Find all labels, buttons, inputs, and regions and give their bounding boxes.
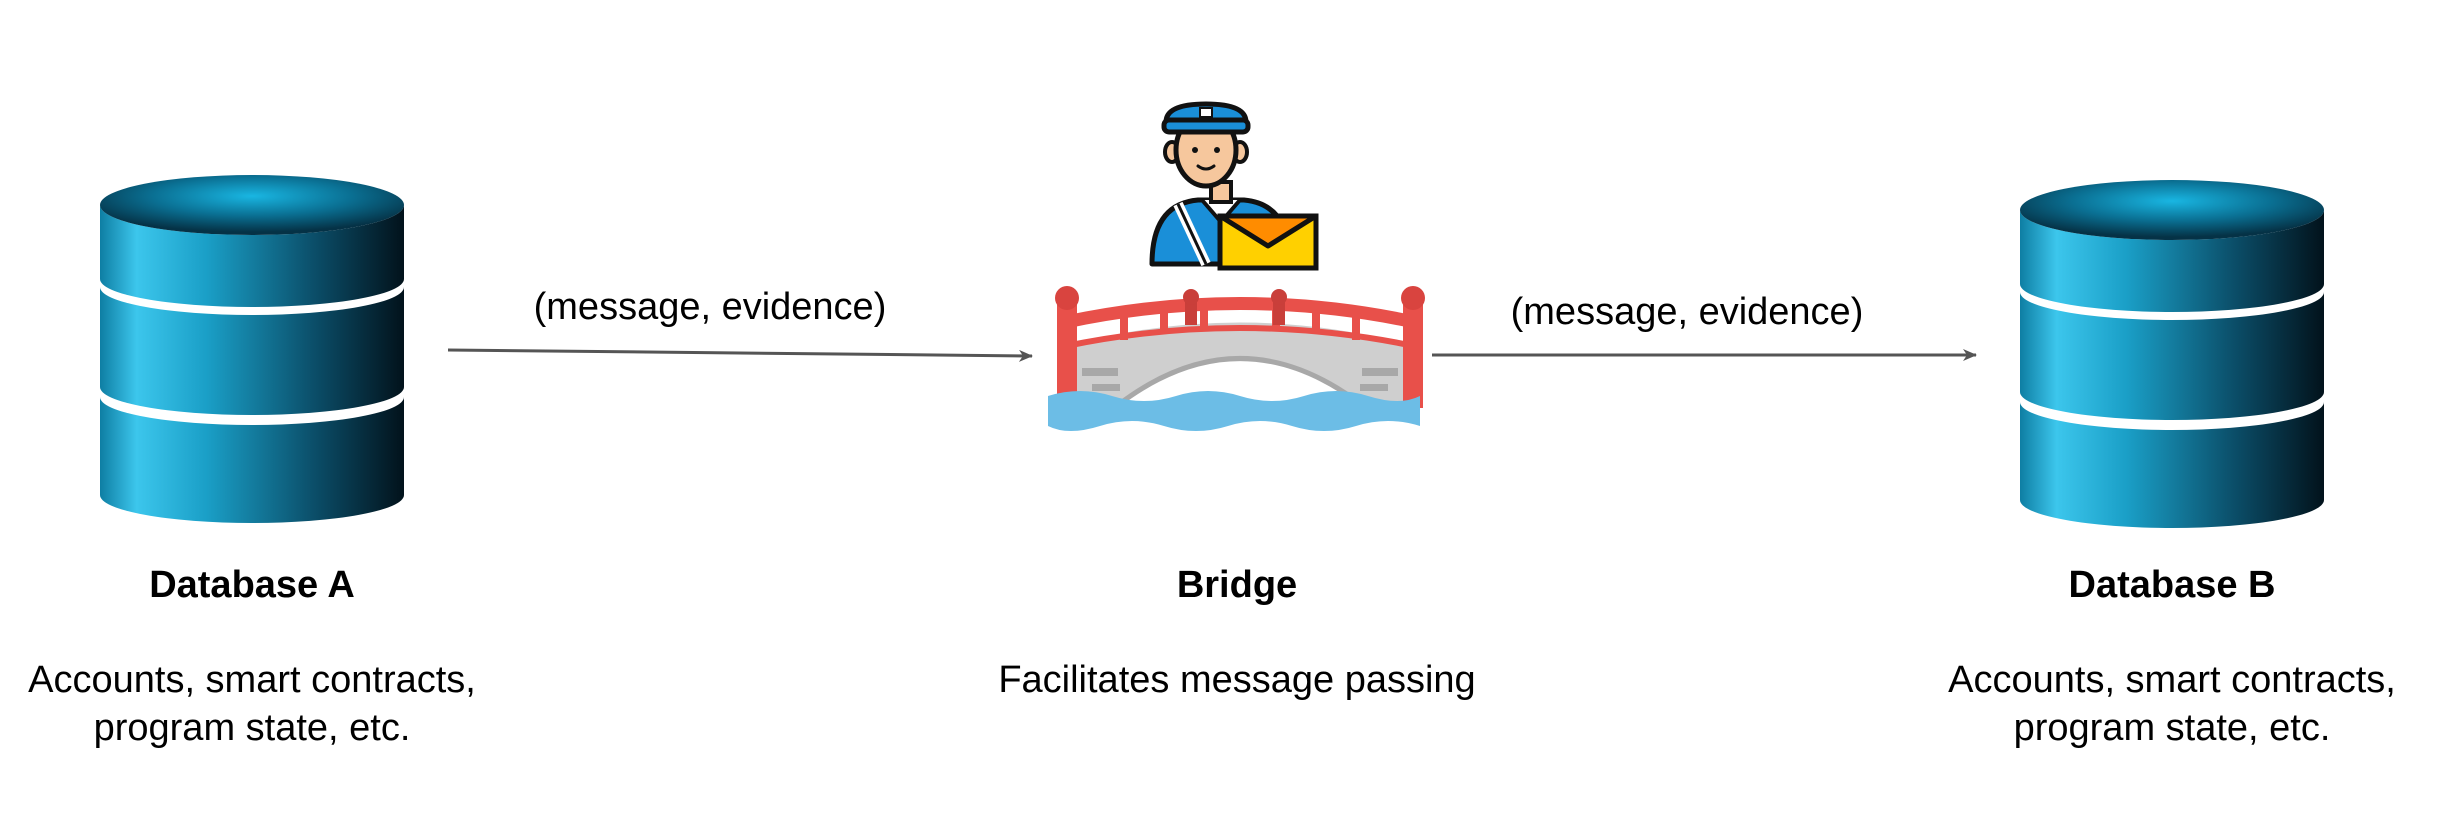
mail-carrier-icon	[1149, 101, 1319, 271]
database-b-icon	[2020, 180, 2324, 528]
database-a-description-line1: Accounts, smart contracts,	[28, 659, 476, 701]
database-a-title: Database A	[149, 564, 355, 606]
database-b-description-line1: Accounts, smart contracts,	[1948, 659, 2396, 701]
database-a-description: Accounts, smart contracts, program state…	[2, 656, 502, 752]
database-a-icon	[100, 175, 404, 523]
database-b-title: Database B	[2068, 564, 2276, 606]
database-a-description-line2: program state, etc.	[93, 707, 411, 749]
database-b-description: Accounts, smart contracts, program state…	[1922, 656, 2422, 752]
bridge-icon	[1048, 286, 1425, 431]
arrow-a-to-bridge	[447, 348, 1033, 362]
edge-label-bridge-to-b: (message, evidence)	[1510, 291, 1864, 333]
database-b-description-line2: program state, etc.	[2013, 707, 2331, 749]
edge-label-a-to-bridge: (message, evidence)	[533, 286, 887, 328]
bridge-description: Facilitates message passing	[998, 659, 1476, 701]
bridge-title: Bridge	[1176, 564, 1298, 606]
